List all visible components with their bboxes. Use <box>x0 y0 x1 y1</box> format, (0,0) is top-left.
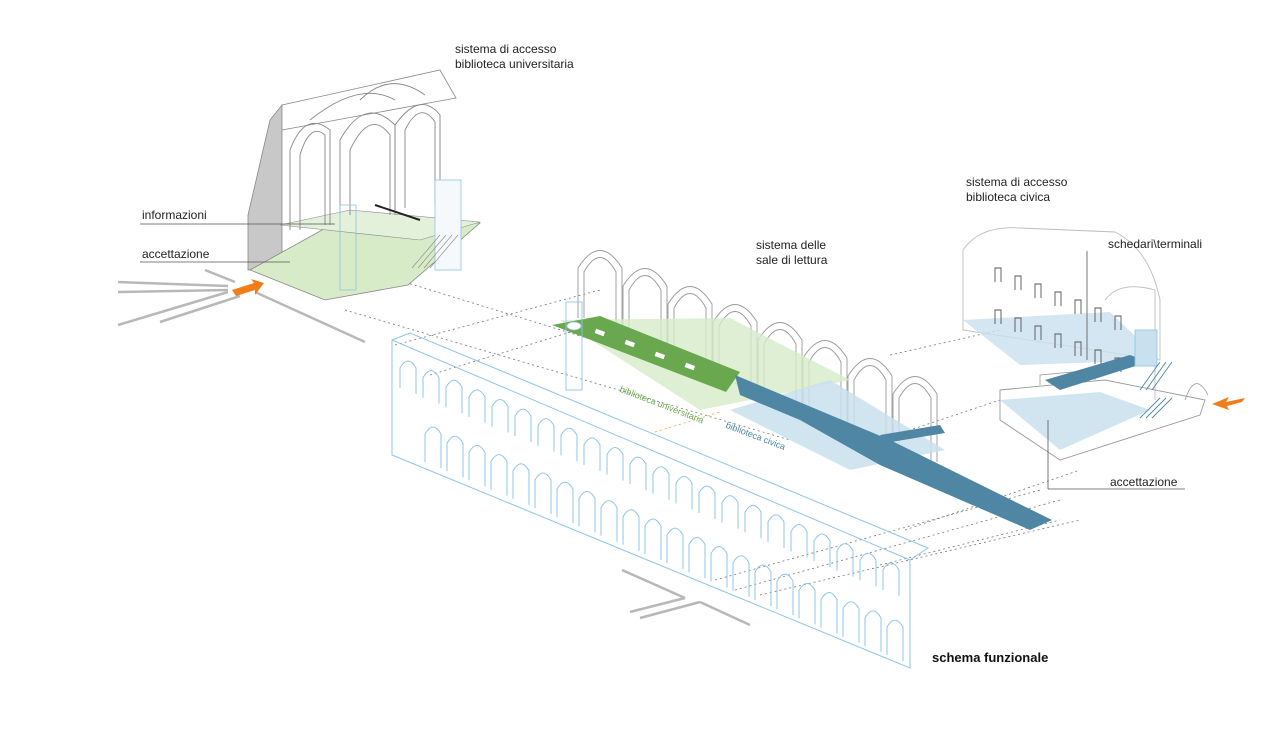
uni-access-label-line2: biblioteca universitaria <box>455 57 574 71</box>
accettazione-left-label: accettazione <box>142 247 210 261</box>
reading-rooms-building <box>552 250 1052 530</box>
civic-access-building <box>962 227 1209 461</box>
civic-access-label-line2: biblioteca civica <box>966 190 1051 204</box>
university-access-building <box>247 69 482 301</box>
civic-access-label-line1: sistema di accesso <box>966 175 1068 189</box>
uni-access-label-line1: sistema di accesso <box>455 42 557 56</box>
entry-arrow-icon <box>1212 397 1245 410</box>
schedari-terminali-label: schedari\terminali <box>1108 237 1203 251</box>
lower-arcade <box>424 426 904 662</box>
accettazione-right-label: accettazione <box>1110 475 1178 489</box>
leader-lines <box>140 223 1185 490</box>
ground-lines-left <box>117 268 366 344</box>
upper-arcade <box>399 360 900 596</box>
civic-reading-floor <box>735 375 1052 530</box>
reading-rooms-label-line2: sale di lettura <box>756 253 828 267</box>
corridor-link <box>880 425 945 443</box>
ground-lines-bottom <box>621 568 751 627</box>
entry-arrow-icon <box>232 279 264 296</box>
reading-rooms-label-line1: sistema delle <box>756 238 827 252</box>
civic-access-floor <box>1045 355 1148 390</box>
informazioni-label: informazioni <box>142 208 207 222</box>
orange-dash-line <box>654 411 721 433</box>
diagram-title: schema funzionale <box>932 650 1049 665</box>
facade-elevation <box>391 332 930 669</box>
